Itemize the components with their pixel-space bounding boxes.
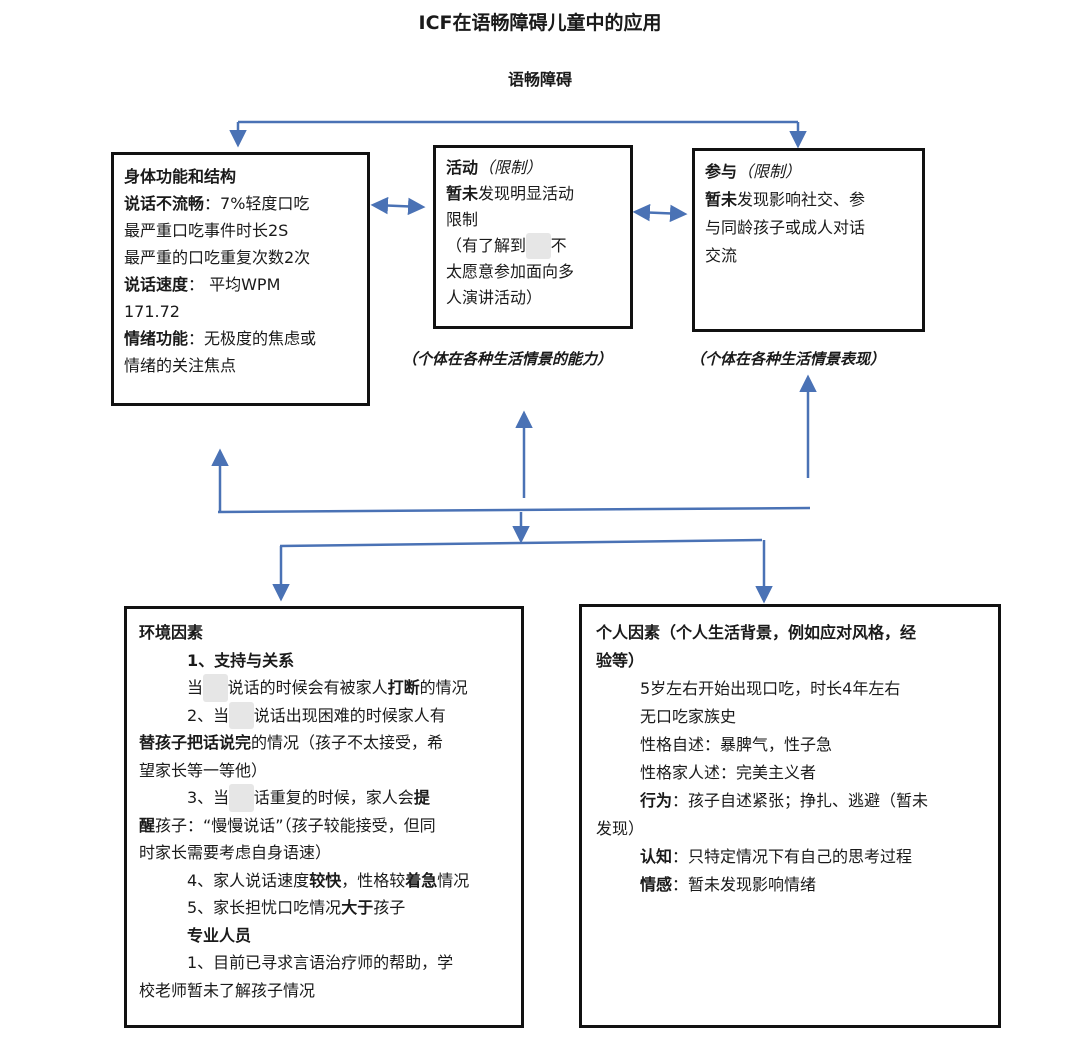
env-item2-end: 望家长等一等他） xyxy=(139,760,268,780)
participation-box: 参与（限制） 暂未发现影响社交、参 与同龄孩子或成人对话 交流 xyxy=(692,148,925,332)
environment-section-2: 专业人员 xyxy=(187,925,252,945)
redacted-name: ██ xyxy=(229,784,254,812)
env-item1-text: 说话的时候会有被家人 xyxy=(227,678,388,697)
env-item2-suffix: 的情况（孩子不太接受，希 xyxy=(251,733,444,752)
env-item4-bold1: 较快 xyxy=(309,870,342,890)
env-pro-item: 1、目前已寻求言语治疗师的帮助，学 xyxy=(187,953,454,972)
redacted-name: ██ xyxy=(526,233,551,259)
emotion-value-2: 情绪的关注焦点 xyxy=(124,356,237,375)
speed-label: 说话速度 xyxy=(124,275,189,294)
env-item3-end: 时家长需要考虑自身语速） xyxy=(139,843,332,862)
env-item3-prefix: 3、当 xyxy=(187,788,230,807)
env-item5-suffix: 孩子 xyxy=(373,898,406,917)
lower-split-line xyxy=(279,538,763,548)
env-item5-bold: 大于 xyxy=(341,898,374,917)
activity-line5: 人演讲活动） xyxy=(446,288,543,307)
activity-line4: 太愿意参加面向多 xyxy=(446,262,575,281)
env-item4-prefix: 4、家人说话速度 xyxy=(187,870,310,890)
env-item1-prefix: 当 xyxy=(187,678,204,697)
env-item2-prefix: 2、当 xyxy=(187,705,230,725)
behavior-label: 行为 xyxy=(640,791,673,810)
redacted-name: ██ xyxy=(203,674,228,702)
personal-line4: 性格家人述：完美主义者 xyxy=(640,763,817,782)
env-item2-bold: 替孩子把话说完 xyxy=(139,733,252,752)
participation-caption: （个体在各种生活情景表现） xyxy=(690,350,886,368)
speed-value: ： 平均WPM xyxy=(188,275,281,294)
activity-line1: 发现明显活动 xyxy=(478,184,575,203)
arrow-activity-participation xyxy=(632,203,688,223)
env-item1-suffix: 的情况 xyxy=(419,678,468,697)
env-item2-text: 说话出现困难的时候家人有 xyxy=(253,705,446,725)
diagram-title: ICF在语畅障碍儿童中的应用 xyxy=(418,12,662,34)
activity-heading: 活动 xyxy=(446,158,479,177)
diagram-subtitle: 语畅障碍 xyxy=(507,70,572,89)
behavior-value: ：孩子自述紧张；挣扎、逃避（暂未 xyxy=(672,791,929,810)
env-item4-suffix: 情况 xyxy=(437,870,470,890)
environment-box: 环境因素 1、支持与关系 当██说话的时候会有被家人打断的情况 2、当██说话出… xyxy=(124,606,524,1028)
participation-line2: 与同龄孩子或成人对话 xyxy=(705,218,866,237)
participation-qualifier: （限制） xyxy=(737,162,802,181)
participation-heading: 参与 xyxy=(705,162,738,181)
personal-heading-2: 验等） xyxy=(596,651,645,670)
activity-line2: 限制 xyxy=(446,210,479,229)
activity-qualifier: （限制） xyxy=(478,158,543,177)
activity-line1-bold: 暂未 xyxy=(446,184,479,203)
body-function-heading: 身体功能和结构 xyxy=(124,167,237,186)
personal-box: 个人因素（个人生活背景，例如应对风格，经 验等） 5岁左右开始出现口吃，时长4年… xyxy=(579,604,1001,1028)
cognition-value: ：只特定情况下有自己的思考过程 xyxy=(672,847,913,866)
affect-value: ：暂未发现影响情绪 xyxy=(672,875,817,894)
middle-bus-line xyxy=(217,506,811,514)
fluency-value: ：7%轻度口吃 xyxy=(204,194,310,213)
env-item3-bold1: 提 xyxy=(413,788,430,807)
env-item3-text: 话重复的时候，家人会 xyxy=(253,788,414,807)
environment-section-1: 1、支持与关系 xyxy=(187,650,295,670)
arrow-body-activity xyxy=(370,196,426,216)
activity-paren-rest: 不 xyxy=(550,236,567,255)
participation-line1: 发现影响社交、参 xyxy=(737,190,866,209)
behavior-value-2: 发现） xyxy=(596,819,645,838)
env-item3-suffix: 孩子：“慢慢说话”（孩子较能接受，但同 xyxy=(155,815,436,835)
env-item4-text: ，性格较 xyxy=(341,870,406,890)
emotion-label: 情绪功能 xyxy=(124,329,189,348)
body-function-box: 身体功能和结构 说话不流畅：7%轻度口吃 最严重口吃事件时长2S 最严重的口吃重… xyxy=(111,152,370,406)
personal-line1: 5岁左右开始出现口吃，时长4年左右 xyxy=(640,679,901,698)
environment-heading: 环境因素 xyxy=(139,623,204,642)
env-item4-bold2: 着急 xyxy=(405,870,438,890)
env-item5-prefix: 5、家长担忧口吃情况 xyxy=(187,898,342,917)
redacted-name: ██ xyxy=(229,701,254,729)
fluency-label: 说话不流畅 xyxy=(124,194,205,213)
env-item1-bold: 打断 xyxy=(387,678,420,697)
participation-line1-bold: 暂未 xyxy=(705,190,738,209)
personal-line3: 性格自述：暴脾气，性子急 xyxy=(640,735,833,754)
longest-event: 最严重口吃事件时长2S xyxy=(124,221,289,240)
activity-paren-open: （有了解到 xyxy=(446,236,527,255)
activity-caption: （个体在各种生活情景的能力） xyxy=(402,350,613,368)
activity-box: 活动（限制） 暂未发现明显活动 限制 （有了解到██不 太愿意参加面向多 人演讲… xyxy=(433,145,633,329)
speed-number: 171.72 xyxy=(124,302,180,321)
personal-heading: 个人因素（个人生活背景，例如应对风格，经 xyxy=(596,623,917,642)
participation-line3: 交流 xyxy=(705,246,738,265)
emotion-value: ：无极度的焦虑或 xyxy=(188,329,317,348)
env-item3-bold2: 醒 xyxy=(139,815,156,835)
env-pro-item-end: 校老师暂未了解孩子情况 xyxy=(139,980,316,1000)
max-repeats: 最严重的口吃重复次数2次 xyxy=(124,248,311,267)
personal-line2: 无口吃家族史 xyxy=(640,707,737,726)
affect-label: 情感 xyxy=(640,875,673,894)
cognition-label: 认知 xyxy=(640,847,673,866)
